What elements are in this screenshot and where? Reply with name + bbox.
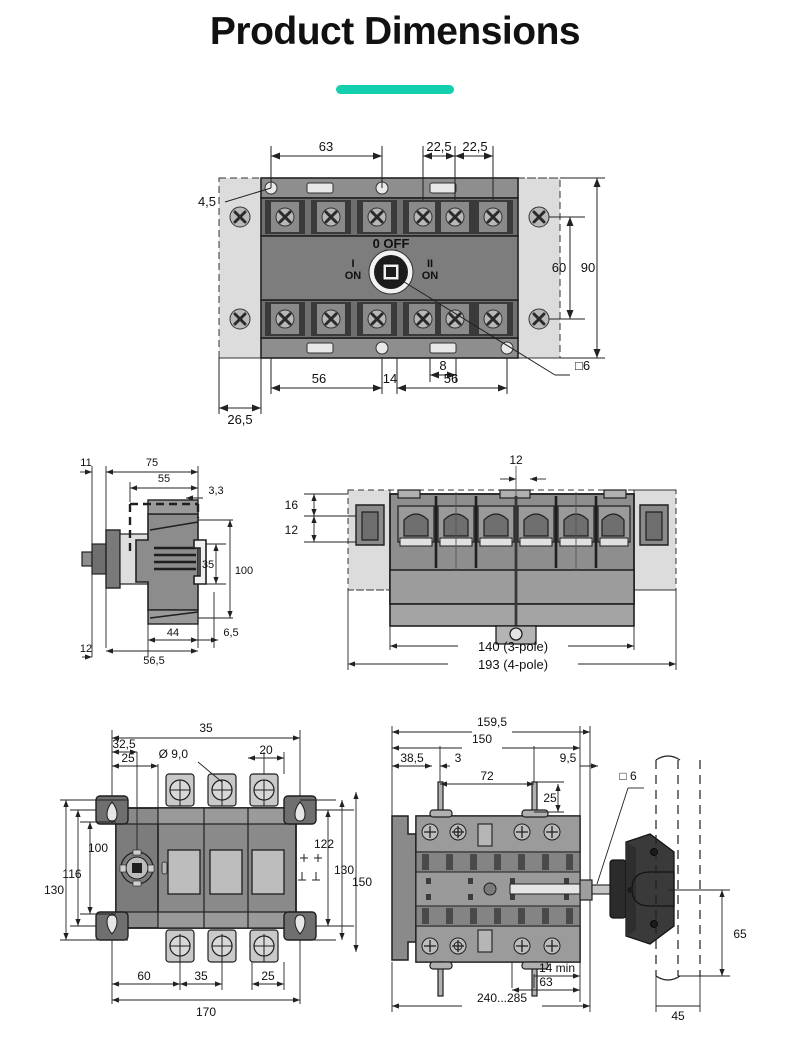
dimension-lines-top-door bbox=[391, 726, 598, 880]
terminal-lugs-bottom bbox=[165, 929, 279, 963]
dim-25-bottom: 25 bbox=[261, 969, 275, 983]
callout-square-6-door: □ 6 bbox=[619, 769, 637, 783]
callout-square-6: □6 bbox=[575, 358, 590, 373]
dim-60: 60 bbox=[552, 260, 566, 275]
label-position-I: I bbox=[351, 258, 354, 270]
dim-56-b: 56 bbox=[444, 371, 458, 386]
dim-63-door: 63 bbox=[539, 975, 553, 989]
dim-170: 170 bbox=[196, 1005, 216, 1019]
dimension-lines-right-plan bbox=[300, 792, 359, 952]
dim-20-top: 20 bbox=[259, 743, 273, 757]
dim-11: 11 bbox=[80, 457, 91, 469]
mount-tab bbox=[495, 625, 537, 645]
figure-mounting-plan: 35 32,5 25 Ø 9,0 20 100 116 130 122 130 … bbox=[36, 712, 376, 1022]
dimension-lines-right bbox=[549, 177, 605, 359]
dim-6-5: 6,5 bbox=[223, 627, 238, 639]
page-title: Product Dimensions bbox=[209, 10, 581, 53]
title-accent-rule bbox=[336, 85, 454, 94]
dim-100: 100 bbox=[235, 565, 253, 577]
label-position-II: II bbox=[427, 258, 433, 270]
dim-72: 72 bbox=[480, 769, 494, 783]
dim-240-285: 240...285 bbox=[477, 991, 527, 1005]
dim-55: 55 bbox=[158, 473, 170, 485]
dim-63: 63 bbox=[319, 139, 333, 154]
dim-22-5-b: 22,5 bbox=[462, 139, 487, 154]
dim-122: 122 bbox=[314, 837, 334, 851]
figure-top-view: 12 16 12 140 (3-pole) 193 (4-pole) bbox=[285, 450, 718, 680]
label-state-on-right: ON bbox=[422, 270, 439, 282]
terminal-lugs-top bbox=[165, 773, 279, 807]
dim-60-bottom: 60 bbox=[137, 969, 151, 983]
figure-door-mount-view: 159,5 150 38,5 3 9,5 72 25 □ 6 65 14 min… bbox=[382, 712, 772, 1023]
dim-8: 8 bbox=[439, 358, 446, 373]
dim-44: 44 bbox=[167, 627, 179, 639]
terminal-marking-symbols bbox=[298, 854, 322, 881]
dimension-lines-bottom-top-view bbox=[347, 590, 677, 670]
dim-12-left: 12 bbox=[285, 523, 299, 537]
dim-12-top: 12 bbox=[509, 453, 523, 467]
dim-140-3pole: 140 (3-pole) bbox=[478, 639, 548, 654]
leader-square-6 bbox=[400, 279, 570, 376]
dim-75: 75 bbox=[146, 457, 158, 469]
dim-3-3: 3,3 bbox=[208, 485, 223, 497]
rotary-knob[interactable] bbox=[368, 249, 414, 295]
dim-193-4pole: 193 (4-pole) bbox=[478, 657, 548, 672]
dimension-lines-side bbox=[80, 466, 233, 660]
figure-front-view: 0 OFF I ON II ON 63 22,5 22,5 4,5 60 90 … bbox=[185, 132, 610, 432]
dim-25-top: 25 bbox=[121, 751, 135, 765]
dim-22-5-a: 22,5 bbox=[426, 139, 451, 154]
dim-130-left: 130 bbox=[44, 883, 64, 897]
dim-56-a: 56 bbox=[312, 371, 326, 386]
dim-35: 35 bbox=[202, 559, 214, 571]
dim-12-side: 12 bbox=[80, 643, 92, 655]
dim-150-door: 150 bbox=[472, 732, 492, 746]
corner-mounting-feet bbox=[95, 795, 317, 941]
dim-9-5: 9,5 bbox=[560, 751, 577, 765]
dim-90: 90 bbox=[581, 260, 595, 275]
dim-26-5: 26,5 bbox=[227, 412, 252, 427]
dim-4-5: 4,5 bbox=[198, 194, 216, 209]
dim-45: 45 bbox=[671, 1009, 685, 1023]
dim-16: 16 bbox=[285, 498, 299, 512]
dimension-65 bbox=[668, 889, 730, 977]
door-panel-dashed bbox=[655, 755, 701, 981]
dimension-lines-bottom-door bbox=[391, 900, 701, 1012]
dim-14: 14 bbox=[383, 371, 397, 386]
dimension-lines-bottom-plan bbox=[111, 940, 301, 1004]
dashed-rail-indication bbox=[128, 502, 200, 552]
door-handle-assembly[interactable] bbox=[609, 833, 675, 945]
dim-14-min: 14 min bbox=[539, 961, 575, 975]
dim-32-5: 32,5 bbox=[112, 737, 136, 751]
dim-diameter-9: Ø 9,0 bbox=[159, 747, 189, 761]
dim-56-5: 56,5 bbox=[143, 655, 164, 667]
side-terminal-blocks bbox=[355, 504, 669, 546]
dimension-lines-top bbox=[270, 146, 494, 200]
dim-38-5: 38,5 bbox=[400, 751, 424, 765]
side-profile-body bbox=[81, 499, 207, 625]
fixing-holes bbox=[264, 181, 514, 355]
dim-35-top: 35 bbox=[199, 721, 213, 735]
dim-159-5: 159,5 bbox=[477, 715, 507, 729]
dim-25-door: 25 bbox=[543, 791, 557, 805]
dim-116: 116 bbox=[62, 867, 81, 881]
label-off: 0 OFF bbox=[373, 236, 410, 251]
dim-150: 150 bbox=[352, 875, 372, 889]
fastener-heads bbox=[421, 823, 561, 955]
dimension-lines-left-top-view bbox=[304, 493, 356, 543]
dim-3-door: 3 bbox=[455, 751, 462, 765]
leader-square-6-door bbox=[596, 787, 644, 885]
dimension-lines-left-plan bbox=[60, 799, 128, 941]
rotary-dial-plan[interactable] bbox=[119, 849, 168, 887]
dim-65: 65 bbox=[733, 927, 747, 941]
center-lines bbox=[455, 466, 577, 632]
screw-heads bbox=[229, 206, 550, 330]
dim-35-bottom: 35 bbox=[194, 969, 208, 983]
leader-4-5 bbox=[224, 187, 272, 203]
dimension-lines-top-plan bbox=[111, 730, 301, 850]
dim-100-left: 100 bbox=[88, 841, 108, 855]
dim-130-right: 130 bbox=[334, 863, 354, 877]
label-state-on-left: ON bbox=[345, 270, 362, 282]
dimension-lines-bottom bbox=[218, 358, 508, 414]
figure-side-view: 11 75 55 3,3 35 100 12 44 56,5 6,5 bbox=[58, 452, 328, 677]
